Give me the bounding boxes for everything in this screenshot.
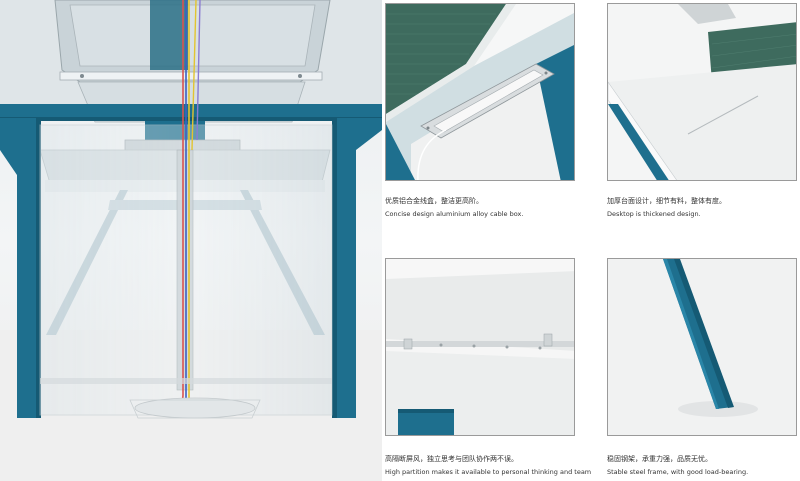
caption-partition: 高隔断屏风，独立思考与团队协作两不误。 High partition makes…: [385, 454, 592, 477]
caption-steel-frame: 稳固钢架，承重力强，品质无忧。 Stable steel frame, with…: [607, 454, 800, 477]
feature-tile-desktop: [607, 3, 797, 181]
caption-cn: 加厚台面设计，细节有料，整体有度。: [607, 197, 726, 205]
partition-image: [386, 259, 574, 435]
desktop-image: [608, 4, 796, 180]
caption-cn: 高隔断屏风，独立思考与团队协作两不误。: [385, 455, 518, 463]
caption-en: Concise design aluminium alloy cable box…: [385, 210, 524, 218]
caption-en: High partition makes it available to per…: [385, 468, 592, 476]
desk-underside-image: [0, 0, 382, 481]
caption-cable-box: 优质铝合金线盒，整洁更高阶。 Concise design aluminium …: [385, 196, 585, 219]
caption-cn: 优质铝合金线盒，整洁更高阶。: [385, 197, 483, 205]
hero-desk-render: [0, 0, 382, 481]
caption-cn: 稳固钢架，承重力强，品质无忧。: [607, 455, 712, 463]
steel-frame-image: [608, 259, 796, 435]
feature-tile-cable-box: [385, 3, 575, 181]
caption-en: Desktop is thickened design.: [607, 210, 701, 218]
caption-desktop: 加厚台面设计，细节有料，整体有度。 Desktop is thickened d…: [607, 196, 800, 219]
caption-en: Stable steel frame, with good load-beari…: [607, 468, 749, 476]
cable-box-image: [386, 4, 574, 180]
feature-tile-steel-frame: [607, 258, 797, 436]
feature-tile-partition: [385, 258, 575, 436]
